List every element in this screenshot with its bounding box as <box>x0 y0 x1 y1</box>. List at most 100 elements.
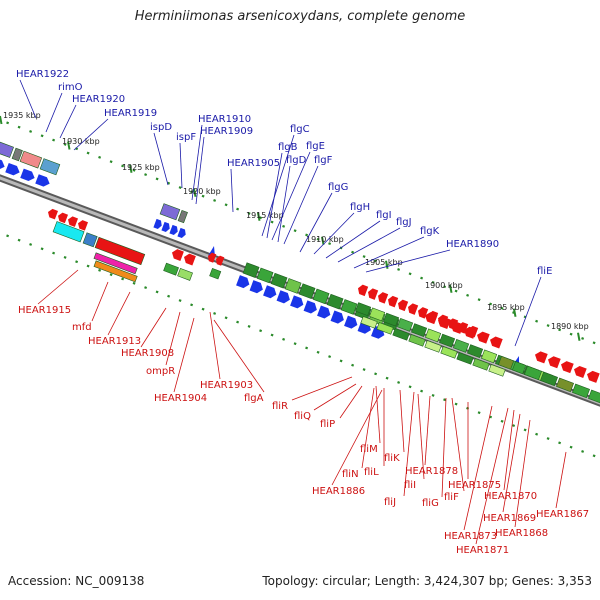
scale-label: 1895 kbp <box>487 303 525 312</box>
gene-arrow <box>172 249 184 261</box>
major-tick <box>193 188 197 197</box>
tick-mark <box>374 372 378 376</box>
gene-block <box>439 333 456 348</box>
leader-line <box>19 79 37 119</box>
reverse-arrows-flga <box>208 252 225 266</box>
reverse-gene-label: HEAR1867 <box>536 509 589 520</box>
tick-mark <box>109 273 113 277</box>
reverse-gene-label: HEAR1915 <box>18 305 71 316</box>
tick-mark <box>362 368 366 371</box>
leader-line <box>424 395 431 466</box>
tick-mark <box>293 342 297 346</box>
forward-arrows-flg <box>236 275 385 339</box>
leader-line <box>361 387 375 469</box>
tick-mark <box>558 328 562 332</box>
reverse-gene-label: HEAR1886 <box>312 486 365 497</box>
leader-line <box>73 118 109 151</box>
leader-line <box>555 451 567 509</box>
leader-line <box>403 391 415 497</box>
leader-line <box>313 383 357 411</box>
gene-arrow <box>236 275 250 289</box>
tick-mark <box>6 234 10 238</box>
gene-block <box>355 302 372 317</box>
tick-mark <box>374 259 378 263</box>
reverse-arrows-mid <box>172 249 196 266</box>
reverse-gene-label: HEAR1869 <box>483 513 536 524</box>
leader-line <box>441 397 447 498</box>
leader-line <box>107 291 131 336</box>
accession-text: Accession: NC_009138 <box>8 574 145 588</box>
reverse-block-flga <box>209 267 222 280</box>
gene-block <box>284 278 302 294</box>
tick-mark <box>17 125 21 129</box>
tick-mark <box>236 207 240 211</box>
tick-mark <box>443 398 447 402</box>
gene-arrow <box>425 312 438 325</box>
leader-line <box>266 152 283 239</box>
tick-mark <box>535 432 539 436</box>
gene-block <box>392 328 410 341</box>
gene-block <box>488 364 506 377</box>
tick-mark <box>109 160 113 164</box>
tick-mark <box>305 346 309 350</box>
leader-line <box>291 376 353 401</box>
gene-arrow <box>5 162 20 176</box>
tick-mark <box>29 130 33 133</box>
gene-arrow <box>35 174 50 187</box>
forward-gene-label: HEAR1905 <box>227 158 280 169</box>
tick-mark <box>282 224 286 228</box>
reverse-gene-label: fliL <box>364 467 379 478</box>
forward-blocks-left <box>0 139 61 176</box>
tick-mark <box>178 299 182 302</box>
reverse-arrows-left <box>48 208 89 231</box>
tick-mark <box>40 134 44 138</box>
tick-mark <box>293 229 297 233</box>
reverse-gene-label: HEAR1904 <box>154 393 207 404</box>
gene-arrow <box>358 284 369 297</box>
gene-block <box>340 299 358 315</box>
gene-arrow <box>464 326 477 339</box>
tick-mark <box>408 272 412 276</box>
gene-arrow <box>317 305 331 319</box>
gene-arrow <box>303 300 317 314</box>
tick-mark <box>190 190 194 194</box>
tick-mark <box>500 419 504 423</box>
forward-gene-label: HEAR1910 <box>198 114 251 125</box>
gene-block <box>383 312 400 327</box>
forward-gene-label: HEAR1890 <box>446 239 499 250</box>
reverse-gene-label: fliK <box>384 453 400 464</box>
gene-arrow <box>587 370 600 383</box>
gene-block <box>397 318 414 332</box>
reverse-gene-label: fliQ <box>294 411 311 422</box>
gene-arrow <box>344 315 358 329</box>
reverse-gene-label: HEAR1878 <box>405 466 458 477</box>
reverse-gene-label: fliM <box>360 444 378 455</box>
tick-mark <box>431 393 435 397</box>
forward-gene-label: flgF <box>314 155 333 166</box>
tick-mark <box>86 151 90 155</box>
gene-block <box>11 147 23 162</box>
gene-block <box>411 323 428 338</box>
reverse-gene-label: fliI <box>404 480 416 491</box>
major-tick <box>385 260 389 269</box>
gene-arrow <box>388 295 399 308</box>
tick-mark <box>339 359 343 363</box>
scale-label: 1890 kbp <box>551 322 589 331</box>
gene-arrow <box>408 303 419 315</box>
forward-gene-label: flgC <box>290 124 310 135</box>
leader-line <box>475 407 509 545</box>
reverse-gene-label: HEAR1908 <box>121 348 174 359</box>
tick-mark <box>270 220 274 224</box>
reverse-arrows-fli-b <box>425 312 503 349</box>
tick-mark <box>259 329 263 333</box>
forward-arrows-left <box>0 157 50 187</box>
major-tick <box>67 141 71 150</box>
gene-block <box>177 267 193 281</box>
gene-arrow <box>276 290 290 304</box>
gene-block <box>540 371 559 387</box>
major-tick <box>0 115 3 125</box>
gene-arrow <box>68 216 79 227</box>
leader-line <box>91 281 109 322</box>
gene-arrow <box>249 280 263 294</box>
